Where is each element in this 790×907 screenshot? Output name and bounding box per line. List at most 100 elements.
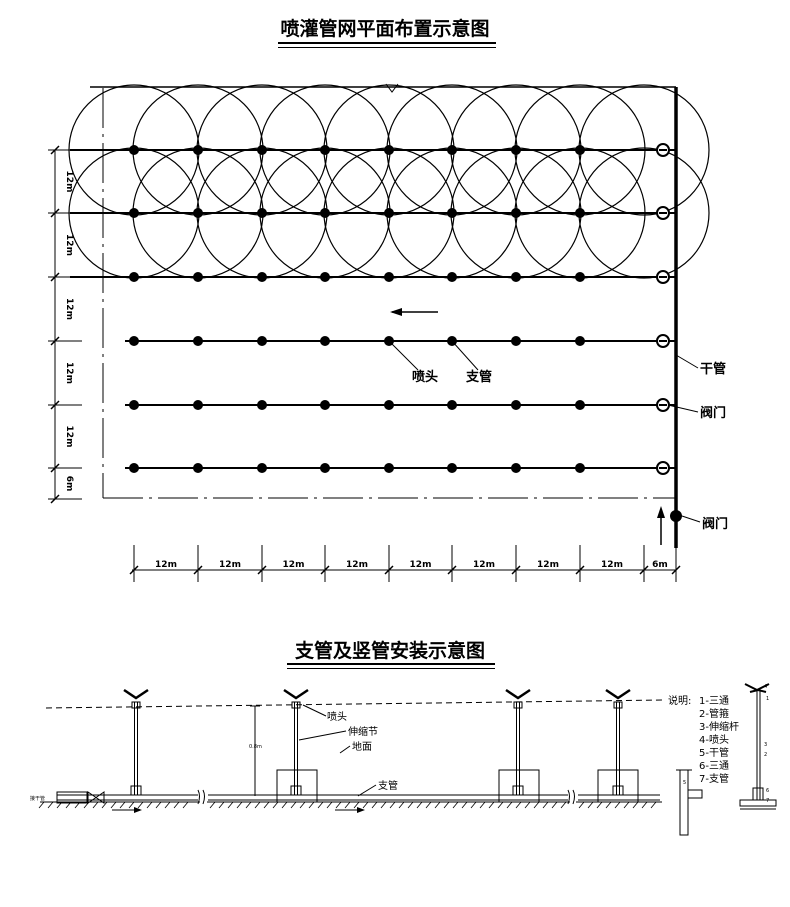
detail-number: 6 bbox=[766, 788, 769, 794]
detail-number: 1 bbox=[766, 696, 769, 702]
nozzle-dot bbox=[193, 400, 203, 410]
nozzle-dot bbox=[384, 400, 394, 410]
main-connector bbox=[56, 791, 88, 804]
nozzle-dot bbox=[511, 336, 521, 346]
nozzle-dot bbox=[320, 463, 330, 473]
spray-height-line bbox=[45, 699, 666, 709]
ground-hatching bbox=[38, 801, 657, 809]
dim-left-label: 6m bbox=[64, 476, 74, 492]
install-layout: 接干管 0.8m 喷头 伸缩节 地面 支管 说明: 1-三通2-管箍3-伸缩杆4… bbox=[30, 683, 777, 836]
nozzle-dot bbox=[575, 272, 585, 282]
nozzle-dot bbox=[447, 208, 457, 218]
risers bbox=[123, 688, 631, 796]
nozzle-dot bbox=[511, 463, 521, 473]
nozzle-dot bbox=[575, 208, 585, 218]
detail-number: 5 bbox=[683, 780, 686, 786]
nozzle-dot bbox=[193, 272, 203, 282]
nozzle-dot bbox=[193, 208, 203, 218]
detail-number: 7 bbox=[766, 798, 769, 804]
nozzle-dot bbox=[511, 400, 521, 410]
dim-left-label: 12m bbox=[64, 426, 74, 448]
nozzle-dot bbox=[384, 208, 394, 218]
dim-bottom-label: 12m bbox=[410, 560, 432, 570]
dim-bottom-label: 12m bbox=[219, 560, 241, 570]
note-item: 7-支管 bbox=[699, 772, 729, 785]
nozzle-dot bbox=[129, 208, 139, 218]
dim-bottom-label: 12m bbox=[473, 560, 495, 570]
label-valve-main: 阀门 bbox=[702, 516, 728, 532]
nozzle-dot bbox=[575, 145, 585, 155]
dim-left-label: 12m bbox=[64, 298, 74, 320]
nozzle-dot bbox=[511, 145, 521, 155]
plan-title: 喷灌管网平面布置示意图 bbox=[280, 18, 490, 40]
nozzle-dot bbox=[257, 145, 267, 155]
plan-top-marker bbox=[385, 83, 399, 93]
note-item: 1-三通 bbox=[699, 695, 729, 707]
detail-number: 3 bbox=[764, 742, 767, 748]
sprinkler-head bbox=[283, 688, 309, 700]
label-ground: 地面 bbox=[352, 740, 372, 753]
nozzle-dot bbox=[384, 463, 394, 473]
nozzle-dot bbox=[129, 272, 139, 282]
nozzle-dot bbox=[257, 463, 267, 473]
nozzle-dot bbox=[447, 463, 457, 473]
dim-bottom-label: 12m bbox=[537, 560, 559, 570]
note-item: 3-伸缩杆 bbox=[699, 720, 739, 733]
dim-bottom-label: 12m bbox=[346, 560, 368, 570]
label-main-connector: 接干管 bbox=[30, 795, 45, 802]
plan-title-underline-thin bbox=[278, 47, 496, 48]
nozzle-dot bbox=[320, 145, 330, 155]
nozzle-dot bbox=[320, 336, 330, 346]
detail-riser bbox=[739, 683, 777, 810]
nozzle-dot bbox=[193, 145, 203, 155]
main-flow-arrow-head bbox=[657, 506, 665, 518]
detail-number: 4 bbox=[764, 684, 767, 690]
sprinkler-head bbox=[123, 688, 149, 700]
notes-title: 说明: bbox=[668, 694, 691, 707]
nozzle-dot bbox=[129, 336, 139, 346]
install-title: 支管及竖管安装示意图 bbox=[294, 640, 485, 662]
plan-title-underline bbox=[278, 42, 496, 44]
note-item: 4-喷头 bbox=[699, 734, 729, 746]
dim-bottom-label: 12m bbox=[601, 560, 623, 570]
riser-box-2 bbox=[498, 769, 540, 803]
nozzle-dot bbox=[384, 145, 394, 155]
nozzle-dot bbox=[193, 463, 203, 473]
note-item: 2-管箍 bbox=[699, 707, 729, 720]
nozzle-dot bbox=[575, 400, 585, 410]
nozzle-dot bbox=[511, 208, 521, 218]
label-nozzle: 喷头 bbox=[412, 369, 438, 385]
dim-left-label: 12m bbox=[64, 234, 74, 256]
connector-valve-right bbox=[95, 791, 105, 804]
label-telescopic: 伸缩节 bbox=[348, 725, 378, 738]
dim-bottom-label: 12m bbox=[283, 560, 305, 570]
nozzle-dot bbox=[129, 400, 139, 410]
valves bbox=[656, 143, 670, 475]
nozzle-dot bbox=[129, 463, 139, 473]
nozzle-dot bbox=[447, 272, 457, 282]
nozzle-dot bbox=[257, 400, 267, 410]
label-valve: 阀门 bbox=[700, 405, 726, 421]
nozzle-dot bbox=[575, 336, 585, 346]
nozzle-dot bbox=[193, 336, 203, 346]
main-valve bbox=[670, 510, 682, 522]
nozzle-dot bbox=[320, 272, 330, 282]
dim-bottom-label: 12m bbox=[155, 560, 177, 570]
note-item: 5-干管 bbox=[699, 746, 729, 759]
label-install-branch: 支管 bbox=[378, 779, 398, 792]
label-install-nozzle: 喷头 bbox=[327, 711, 347, 723]
branch-pipes bbox=[70, 149, 676, 469]
nozzle-dot bbox=[320, 208, 330, 218]
nozzle-dot bbox=[257, 208, 267, 218]
riser-box-3 bbox=[597, 769, 639, 803]
nozzle-dot bbox=[257, 272, 267, 282]
nozzle-dot bbox=[575, 463, 585, 473]
sprinkler-head bbox=[505, 688, 531, 700]
nozzles bbox=[129, 145, 585, 473]
